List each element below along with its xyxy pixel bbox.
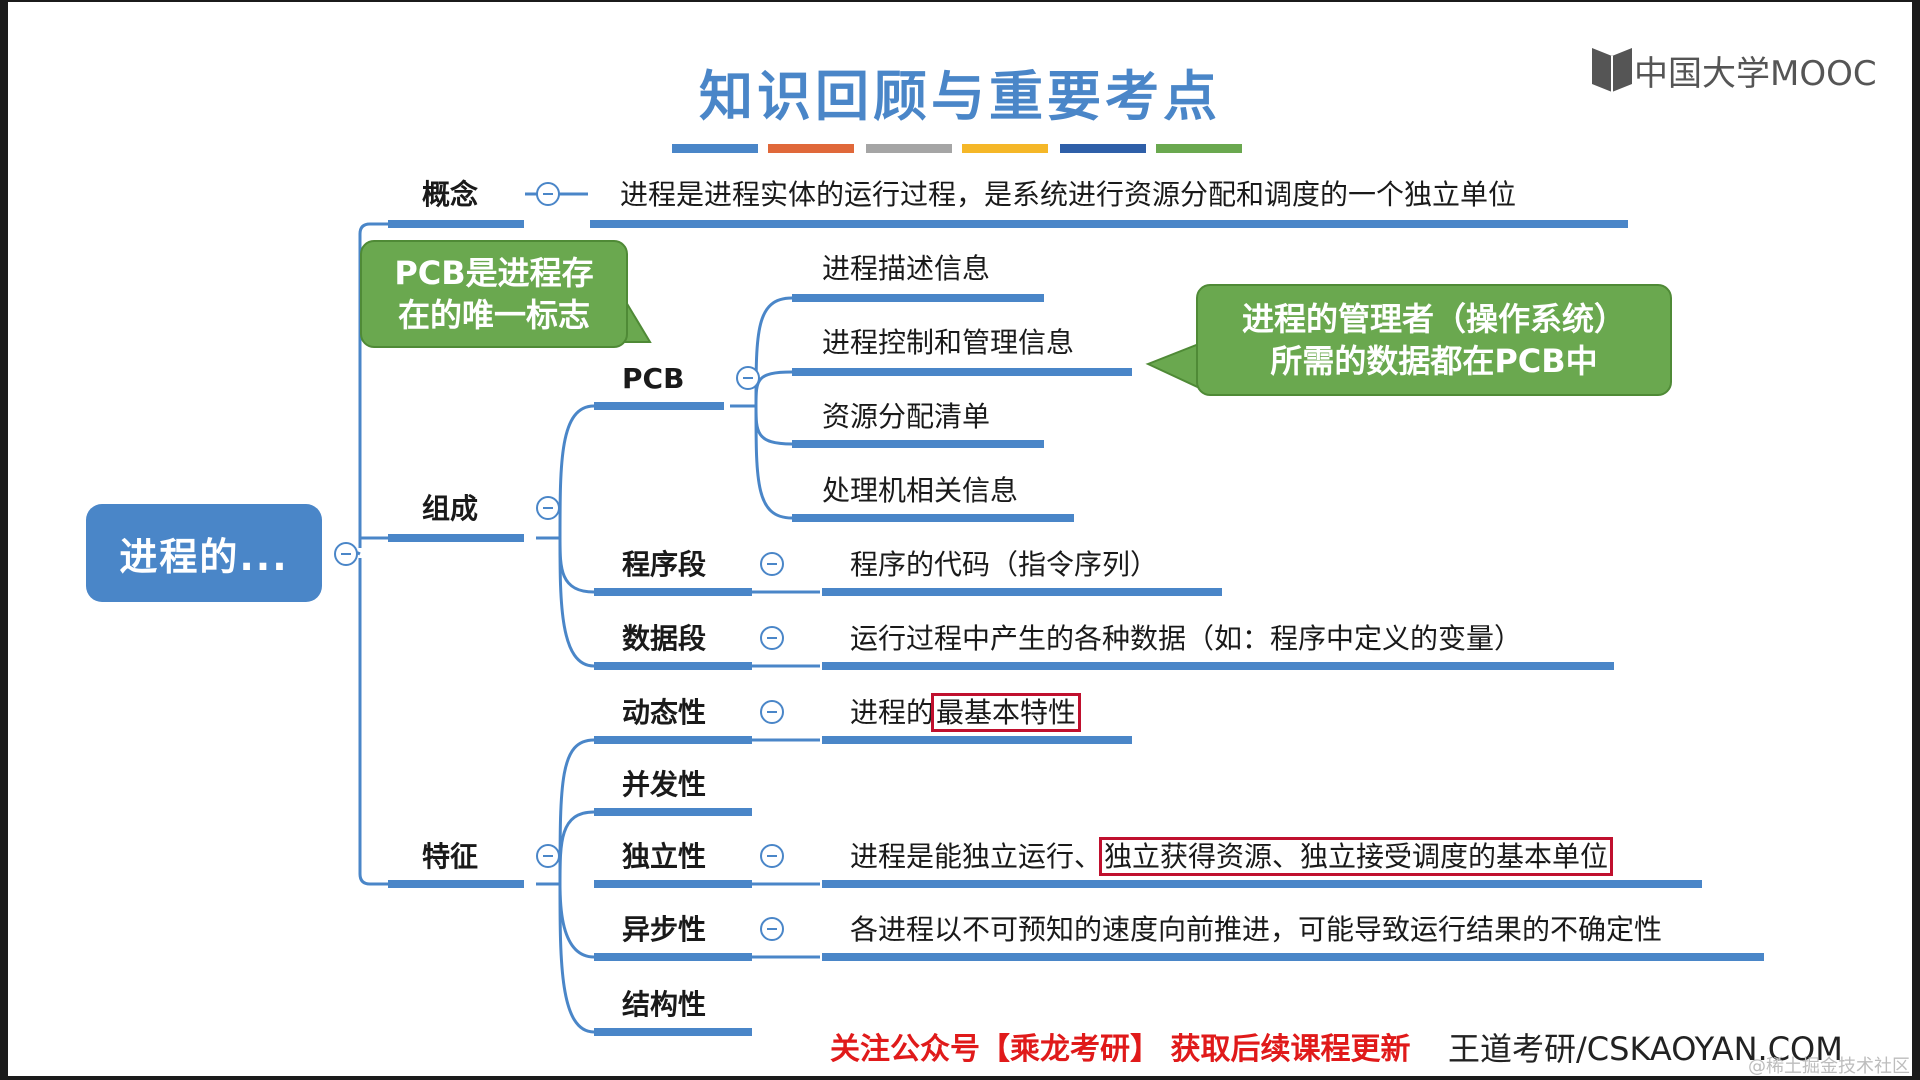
dynamic-desc-highlight: 最基本特性	[931, 693, 1082, 732]
title-bar-3	[866, 144, 952, 153]
callout-manager: 进程的管理者（操作系统） 所需的数据都在PCB中	[1196, 284, 1672, 396]
callout-pcb-unique-line1: PCB是进程存	[394, 254, 594, 292]
callout-manager-line1: 进程的管理者（操作系统）	[1241, 300, 1626, 338]
mooc-logo-icon	[1592, 48, 1632, 92]
connector-lines	[348, 192, 1764, 1036]
callout-manager-line2: 所需的数据都在PCB中	[1270, 342, 1598, 380]
footer-notice: 关注公众号【乘龙考研】 获取后续课程更新	[830, 1032, 1411, 1067]
collapse-icon-dynamic[interactable]	[760, 700, 784, 724]
title-bar-2	[768, 144, 854, 153]
node-structure[interactable]: 结构性	[622, 988, 707, 1021]
collapse-icon-composition[interactable]	[536, 496, 560, 520]
node-independence[interactable]: 独立性	[622, 840, 707, 873]
data-segment-desc: 运行过程中产生的各种数据（如：程序中定义的变量）	[850, 622, 1523, 655]
pcb-item-3: 资源分配清单	[822, 400, 991, 433]
collapse-icon-root[interactable]	[334, 542, 358, 566]
node-pcb[interactable]: PCB	[622, 362, 685, 395]
slide: 知识回顾与重要考点 中国大学MOOC 进程的... 概念 进程是进程实体的运行过…	[8, 2, 1912, 1076]
mooc-logo-text: 中国大学MOOC	[1634, 54, 1877, 94]
callout-pcb-unique-line2: 在的唯一标志	[397, 296, 590, 334]
title-bar-6	[1156, 144, 1242, 153]
title-bar-1	[672, 144, 758, 153]
node-data-segment[interactable]: 数据段	[622, 622, 707, 655]
node-dynamic[interactable]: 动态性	[622, 696, 707, 729]
node-asynchrony[interactable]: 异步性	[622, 913, 707, 946]
independence-desc-highlight: 独立获得资源、独立接受调度的基本单位	[1099, 837, 1614, 876]
pcb-item-4: 处理机相关信息	[822, 474, 1019, 507]
collapse-icon-features[interactable]	[536, 844, 560, 868]
node-features[interactable]: 特征	[422, 840, 479, 873]
node-program-segment[interactable]: 程序段	[622, 548, 707, 581]
collapse-icon-data-segment[interactable]	[760, 626, 784, 650]
collapse-icon-asynchrony[interactable]	[760, 917, 784, 941]
collapse-icon-program-segment[interactable]	[760, 552, 784, 576]
callout-pcb-unique: PCB是进程存 在的唯一标志	[360, 240, 628, 348]
dynamic-desc: 进程的最基本特性	[850, 693, 1082, 732]
program-segment-desc: 程序的代码（指令序列）	[850, 548, 1159, 581]
node-composition[interactable]: 组成	[422, 492, 479, 525]
asynchrony-desc: 各进程以不可预知的速度向前推进，可能导致运行结果的不确定性	[850, 913, 1663, 946]
collapse-icon-independence[interactable]	[760, 844, 784, 868]
footer-site[interactable]: 王道考研/CSKAOYAN.COM	[1448, 1030, 1843, 1068]
concept-desc: 进程是进程实体的运行过程，是系统进行资源分配和调度的一个独立单位	[620, 178, 1517, 211]
watermark: @稀土掘金技术社区	[1748, 1056, 1910, 1076]
pcb-item-1: 进程描述信息	[822, 252, 991, 285]
independence-desc-prefix: 进程是能独立运行、	[850, 840, 1103, 873]
independence-desc: 进程是能独立运行、独立获得资源、独立接受调度的基本单位	[850, 837, 1614, 876]
page-title: 知识回顾与重要考点	[699, 65, 1221, 128]
title-bar-4	[962, 144, 1048, 153]
node-concurrency[interactable]: 并发性	[622, 768, 707, 801]
collapse-icon-concept[interactable]	[536, 182, 560, 206]
pcb-item-2: 进程控制和管理信息	[822, 326, 1075, 359]
collapse-icon-pcb[interactable]	[736, 366, 760, 390]
title-bar-5	[1060, 144, 1146, 153]
node-concept[interactable]: 概念	[422, 178, 479, 211]
dynamic-desc-prefix: 进程的	[850, 696, 935, 729]
root-node[interactable]: 进程的...	[86, 504, 322, 602]
